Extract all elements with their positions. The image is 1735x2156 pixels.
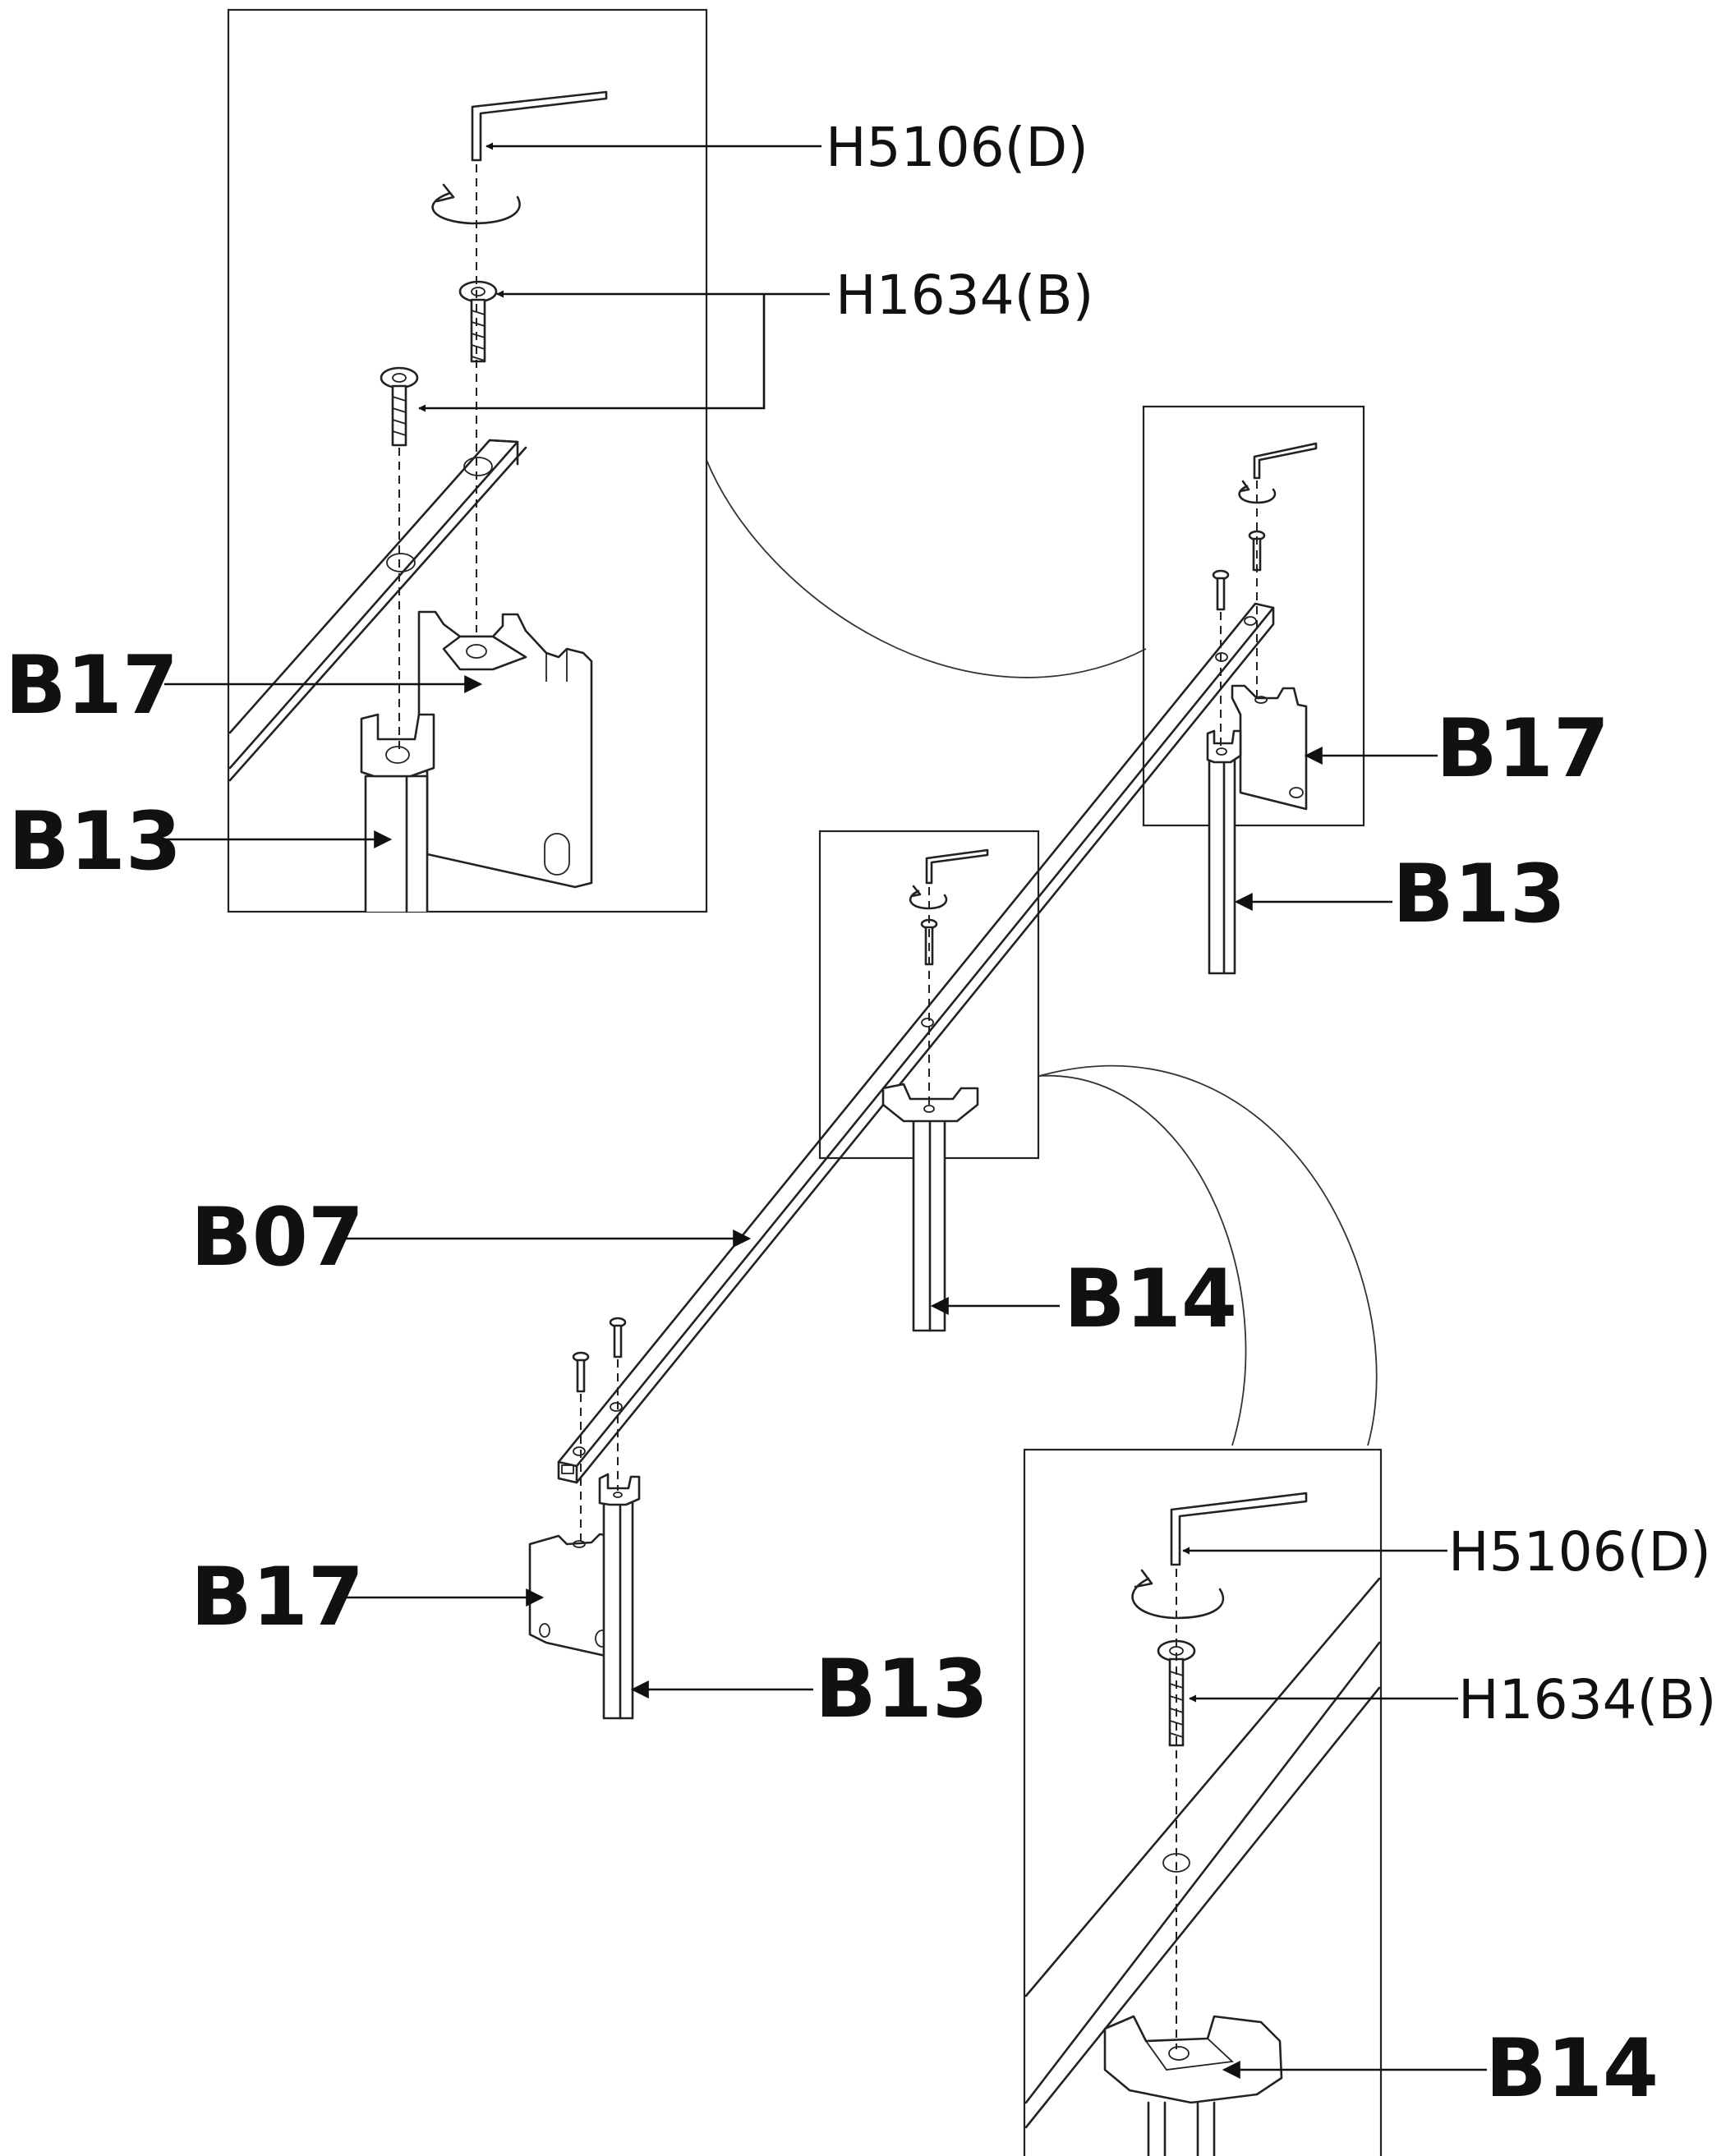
label-center-leg: B14 [1485,2022,1659,2116]
label-bracket: B17 [1436,702,1609,796]
leg-b13 [360,713,435,913]
lower-left-assembly: B17 B13 [191,1317,988,1736]
detail-top-left: H5106(D) H1634(B) B17 B13 [5,8,1093,913]
bolt-icon [609,1317,627,1358]
label-bracket: B17 [191,1551,364,1644]
bolt-icon [1212,569,1230,611]
bracket-b17 [417,610,593,889]
bolt-icon [458,280,498,363]
bracket-b17 [1231,684,1308,811]
detail-middle: B14 [818,830,1237,1346]
bolt-icon [572,1351,590,1393]
leg-b13 [598,1473,641,1720]
bolt-icon [380,366,419,447]
label-rail: B07 [191,1191,364,1285]
label-leg: B13 [8,795,182,889]
allen-key-icon [471,90,608,162]
leg-b13 [1206,729,1242,975]
allen-key-icon [1253,442,1318,480]
label-allen-key: H5106(D) [826,116,1088,179]
detail-top-right: B17 B13 [1142,405,1609,975]
center-leg-b14 [881,1083,979,1332]
label-leg: B13 [815,1643,988,1736]
rotate-arrow-icon [431,183,521,225]
label-allen-key: H5106(D) [1448,1520,1711,1584]
rail-b07 [557,602,1275,1484]
label-bolt: H1634(B) [835,264,1093,327]
center-leg-b14 [1103,2015,1283,2156]
allen-key-icon [1170,1492,1308,1566]
label-center-leg: B14 [1064,1253,1237,1346]
label-bracket: B17 [5,639,178,733]
allen-key-icon [925,848,989,885]
label-bolt: H1634(B) [1458,1668,1716,1731]
rail-segment [1024,1577,1381,2129]
detail-callout-arcs [706,459,1378,1446]
label-leg: B13 [1392,848,1566,941]
rotate-arrow-icon [1131,1569,1225,1620]
detail-bottom-right: H5106(D) H1634(B) B14 [1023,1448,1716,2156]
